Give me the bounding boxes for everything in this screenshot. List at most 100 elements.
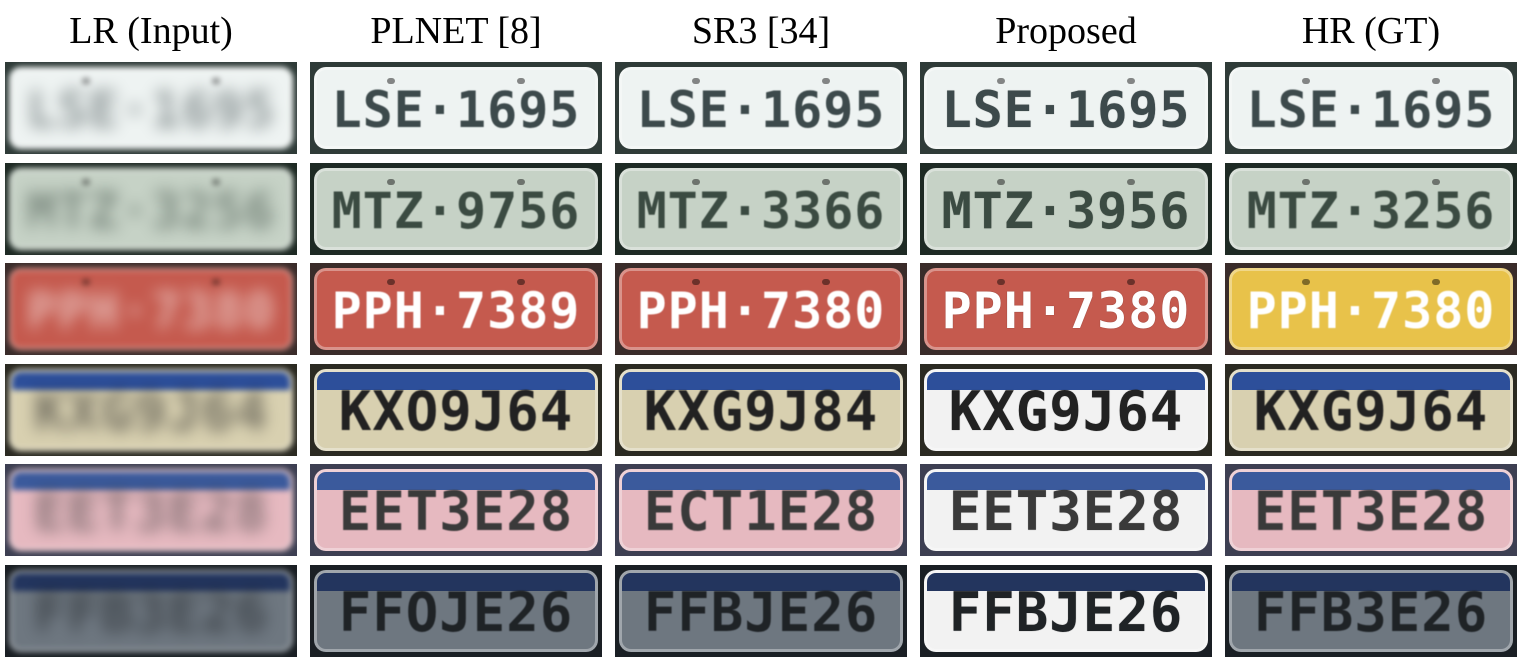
plate-image-r3-c0: KXG9J64 <box>5 364 297 456</box>
plate-characters: MTZ·3366 <box>636 182 886 240</box>
plate-image-r2-c4: PPH·7380 <box>1225 263 1517 355</box>
license-plate: MTZ·9756 <box>314 168 598 250</box>
license-plate: KXG9J64 <box>924 369 1208 451</box>
plate-image-r2-c3: PPH·7380 <box>920 263 1212 355</box>
plate-characters: PPH·7380 <box>941 282 1191 340</box>
plate-image-r0-c4: LSE·1695 <box>1225 62 1517 154</box>
license-plate: ECT1E28 <box>619 469 903 551</box>
column-header-3: Proposed <box>995 10 1137 52</box>
plate-image-r4-c4: EET3E28 <box>1225 464 1517 556</box>
plate-top-band <box>622 472 900 490</box>
plate-image-r3-c3: KXG9J64 <box>920 364 1212 456</box>
license-plate: LSE·1695 <box>9 67 293 149</box>
plate-image-r3-c4: KXG9J64 <box>1225 364 1517 456</box>
license-plate: KXG9J64 <box>1229 369 1513 451</box>
license-plate: PPH·7380 <box>619 268 903 350</box>
plate-characters: KXG9J64 <box>1253 380 1489 443</box>
plate-top-band <box>1232 372 1510 390</box>
plate-image-r2-c0: PPH·7380 <box>5 263 297 355</box>
license-plate: PPH·7380 <box>1229 268 1513 350</box>
plate-characters: KXG9J64 <box>948 380 1184 443</box>
plate-characters: KXO9J64 <box>338 380 574 443</box>
plate-characters: FFOJE26 <box>338 581 574 644</box>
plate-image-r5-c2: FFBJE26 <box>615 565 907 657</box>
plate-top-band <box>927 472 1205 490</box>
plate-top-band <box>317 472 595 490</box>
plate-top-band <box>317 573 595 591</box>
plate-image-r5-c1: FFOJE26 <box>310 565 602 657</box>
license-plate: PPH·7380 <box>9 268 293 350</box>
plate-characters: ECT1E28 <box>643 480 879 543</box>
plate-characters: PPH·7380 <box>26 282 276 340</box>
plate-top-band <box>317 372 595 390</box>
plate-characters: PPH·7380 <box>1246 282 1496 340</box>
plate-image-r3-c2: KXG9J84 <box>615 364 907 456</box>
plate-characters: FFBJE26 <box>643 581 879 644</box>
plate-image-r5-c4: FFB3E26 <box>1225 565 1517 657</box>
plate-top-band <box>927 372 1205 390</box>
plate-characters: KXG9J64 <box>33 380 269 443</box>
license-plate: KXG9J84 <box>619 369 903 451</box>
license-plate: EET3E28 <box>924 469 1208 551</box>
plate-top-band <box>622 573 900 591</box>
plate-image-r1-c1: MTZ·9756 <box>310 163 602 255</box>
license-plate: LSE·1695 <box>1229 67 1513 149</box>
plate-image-r0-c2: LSE·1695 <box>615 62 907 154</box>
plate-top-band <box>622 372 900 390</box>
plate-image-r4-c3: EET3E28 <box>920 464 1212 556</box>
plate-characters: PPH·7380 <box>636 282 886 340</box>
plate-image-r4-c1: EET3E28 <box>310 464 602 556</box>
plate-top-band <box>12 472 290 490</box>
license-plate: LSE·1695 <box>924 67 1208 149</box>
license-plate: KXG9J64 <box>9 369 293 451</box>
plate-image-r0-c0: LSE·1695 <box>5 62 297 154</box>
plate-characters: FFB3E26 <box>33 581 269 644</box>
plate-characters: MTZ·3256 <box>26 182 276 240</box>
plate-image-r4-c0: EET3E28 <box>5 464 297 556</box>
license-plate: KXO9J64 <box>314 369 598 451</box>
license-plate: MTZ·3956 <box>924 168 1208 250</box>
column-header-1: PLNET [8] <box>370 10 542 52</box>
license-plate: LSE·1695 <box>619 67 903 149</box>
plate-characters: LSE·1695 <box>26 81 276 139</box>
plate-top-band <box>12 372 290 390</box>
license-plate: FFOJE26 <box>314 570 598 652</box>
license-plate: FFB3E26 <box>1229 570 1513 652</box>
plate-image-r0-c1: LSE·1695 <box>310 62 602 154</box>
plate-image-r1-c0: MTZ·3256 <box>5 163 297 255</box>
plate-characters: MTZ·3256 <box>1246 182 1496 240</box>
license-plate: PPH·7380 <box>924 268 1208 350</box>
plate-image-r5-c3: FFBJE26 <box>920 565 1212 657</box>
plate-characters: EET3E28 <box>948 480 1184 543</box>
column-header-2: SR3 [34] <box>691 10 831 52</box>
license-plate: PPH·7389 <box>314 268 598 350</box>
plate-top-band <box>1232 573 1510 591</box>
plate-image-r2-c2: PPH·7380 <box>615 263 907 355</box>
column-header-0: LR (Input) <box>69 10 233 52</box>
plate-characters: KXG9J84 <box>643 380 879 443</box>
license-plate: EET3E28 <box>314 469 598 551</box>
plate-characters: LSE·1695 <box>636 81 886 139</box>
plate-top-band <box>1232 472 1510 490</box>
plate-top-band <box>927 573 1205 591</box>
plate-characters: PPH·7389 <box>331 282 581 340</box>
license-plate: EET3E28 <box>1229 469 1513 551</box>
plate-characters: MTZ·3956 <box>941 182 1191 240</box>
plate-characters: FFB3E26 <box>1253 581 1489 644</box>
plate-image-r5-c0: FFB3E26 <box>5 565 297 657</box>
plate-image-r3-c1: KXO9J64 <box>310 364 602 456</box>
plate-image-r4-c2: ECT1E28 <box>615 464 907 556</box>
plate-characters: EET3E28 <box>338 480 574 543</box>
plate-characters: EET3E28 <box>1253 480 1489 543</box>
license-plate: MTZ·3366 <box>619 168 903 250</box>
plate-image-r1-c3: MTZ·3956 <box>920 163 1212 255</box>
plate-characters: EET3E28 <box>33 480 269 543</box>
plate-image-r1-c2: MTZ·3366 <box>615 163 907 255</box>
license-plate: MTZ·3256 <box>9 168 293 250</box>
license-plate: MTZ·3256 <box>1229 168 1513 250</box>
plate-image-r2-c1: PPH·7389 <box>310 263 602 355</box>
license-plate: FFBJE26 <box>619 570 903 652</box>
plate-image-r1-c4: MTZ·3256 <box>1225 163 1517 255</box>
license-plate: FFBJE26 <box>924 570 1208 652</box>
